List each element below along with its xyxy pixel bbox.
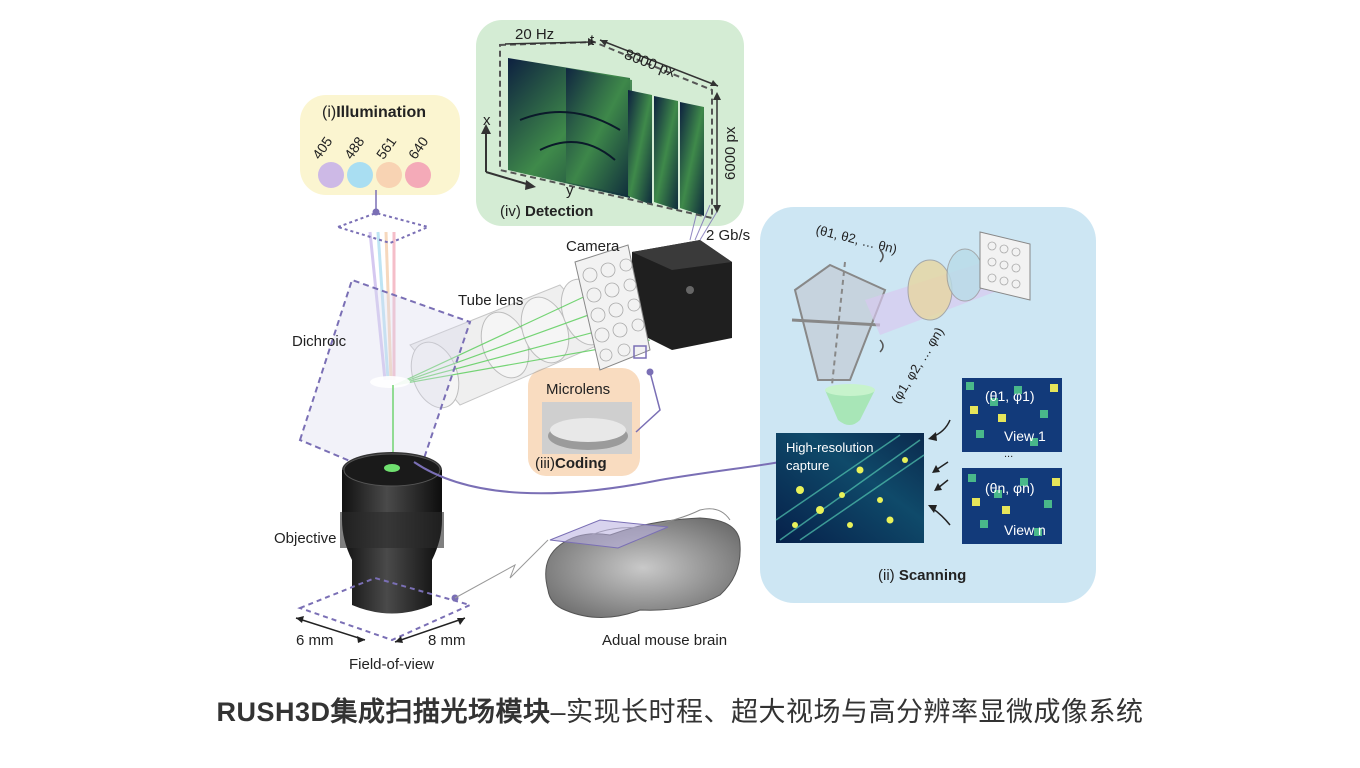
coding-title-text: Coding: [555, 455, 607, 472]
fov-width-label: 6 mm: [296, 632, 334, 649]
fov-label: Field-of-view: [349, 656, 435, 673]
mouse-brain: [545, 508, 741, 618]
viewn-angle: (θn, φn): [985, 480, 1035, 496]
scanning-title: (ii) Scanning: [878, 567, 966, 584]
coding-title: (iii)Coding: [535, 455, 607, 472]
wavelength-561-dot: [376, 162, 402, 188]
coding-prefix: (iii): [535, 455, 555, 472]
illumination-title-text: Illumination: [336, 104, 426, 121]
frame-rate-label: 20 Hz: [515, 26, 555, 43]
figure-caption: RUSH3D集成扫描光场模块–实现长时程、超大视场与高分辨率显微成像系统: [0, 690, 1360, 729]
microlens-label: Microlens: [546, 381, 611, 398]
scanning-prefix: (ii): [878, 567, 895, 584]
objective-label: Objective: [274, 530, 337, 547]
view1-angle: (θ1, φ1): [985, 388, 1035, 404]
microlens-image: [542, 402, 632, 454]
tube-lens-label: Tube lens: [458, 292, 524, 309]
bandwidth-label: 2 Gb/s: [706, 227, 751, 244]
view1-image: [962, 378, 1062, 452]
scanning-title-text: Scanning: [898, 567, 967, 584]
view1-label: View 1: [1004, 428, 1046, 444]
viewn-label: View n: [1004, 522, 1046, 538]
illumination-beams: [368, 231, 396, 381]
detection-stack: [499, 40, 713, 220]
capture-label: capture: [786, 458, 830, 473]
camera-label: Camera: [566, 238, 620, 255]
detection-title: (iv) Detection: [500, 203, 593, 220]
illumination-plane: [334, 211, 432, 245]
camera-body: [632, 240, 732, 350]
illumination-title: (i)Illumination: [322, 104, 426, 122]
caption-bold: RUSH3D集成扫描光场模块: [216, 697, 551, 727]
detection-prefix: (iv): [500, 203, 521, 220]
wavelength-488-dot: [347, 162, 373, 188]
caption-rest: –实现长时程、超大视场与高分辨率显微成像系统: [550, 697, 1144, 727]
detection-title-text: Detection: [525, 203, 594, 220]
height-px-label: 6000 px: [722, 126, 739, 180]
scanning-optics: [791, 231, 1031, 425]
x-axis-label: x: [483, 112, 491, 129]
t-axis-label: t: [590, 32, 595, 49]
high-res-label: High-resolution: [786, 440, 874, 455]
objective-lens: [340, 452, 444, 614]
views-ellipsis: ...: [1004, 448, 1014, 460]
dichroic-label: Dichroic: [292, 333, 347, 350]
high-res-image: [775, 433, 925, 543]
fov-height-label: 8 mm: [428, 632, 466, 649]
viewn-image: [962, 468, 1062, 544]
brain-label: Adual mouse brain: [602, 632, 728, 649]
illumination-prefix: (i): [322, 104, 337, 121]
fov-plane: [297, 576, 473, 642]
microlens-array: [574, 244, 651, 371]
wavelength-405-dot: [318, 162, 344, 188]
y-axis-label: y: [566, 182, 574, 199]
wavelength-640-dot: [405, 162, 431, 188]
